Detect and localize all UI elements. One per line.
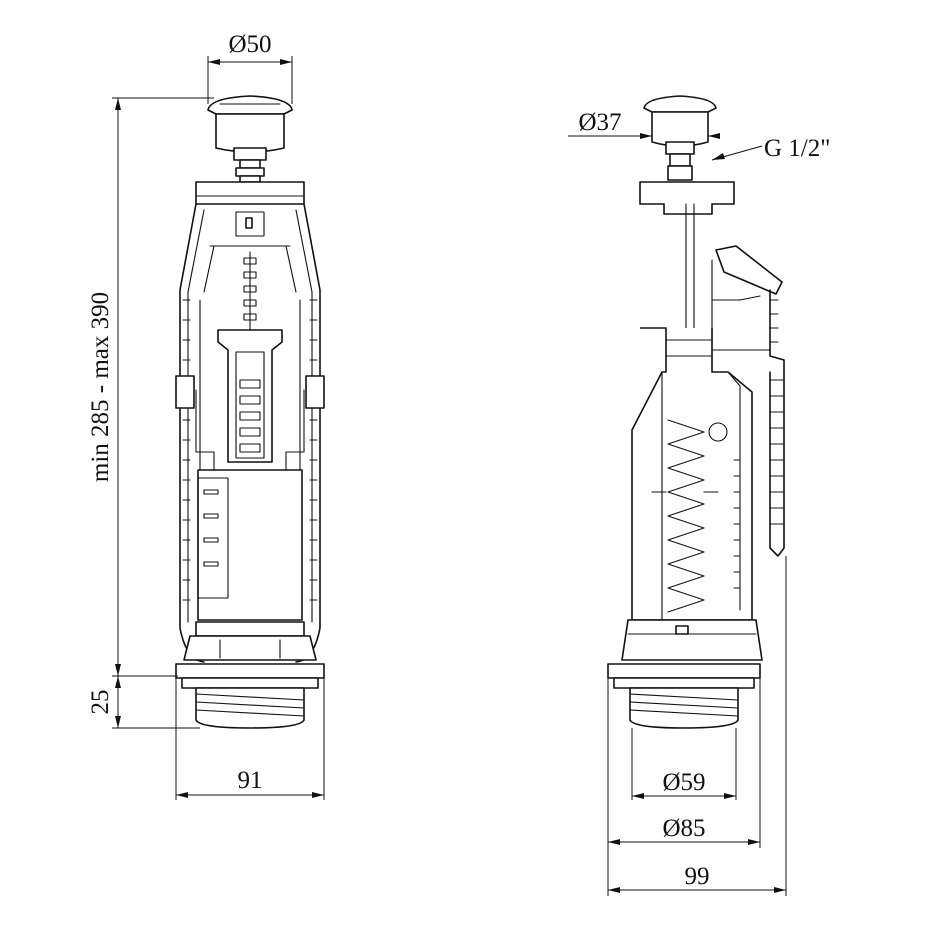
- outlet-inner-diameter-label: Ø59: [662, 769, 705, 796]
- dimension-top-button-diameter: [207, 56, 293, 104]
- dimension-body-width: [175, 678, 325, 800]
- top-button-diameter-label: Ø50: [228, 31, 271, 58]
- side-view: [607, 95, 785, 729]
- side-base-assembly: [607, 619, 763, 729]
- front-view: [175, 95, 325, 729]
- front-outer-cage: [175, 203, 325, 663]
- front-head-cap: [195, 181, 305, 205]
- body-width-label: 91: [238, 767, 263, 794]
- front-inner-mechanism: [195, 211, 305, 621]
- dimension-outlet-inner-diameter: [631, 728, 737, 800]
- base-height-label: 25: [87, 690, 114, 715]
- dimension-height-range: [112, 97, 214, 677]
- dimension-base-height: [112, 676, 200, 729]
- dimension-outlet-outer-diameter: [607, 678, 761, 896]
- total-width-label: 99: [685, 863, 710, 890]
- dimension-side-button-diameter: [568, 133, 720, 139]
- side-push-button: [643, 95, 717, 181]
- front-button-stem: [233, 147, 267, 183]
- height-range-label: min 285 - max 390: [87, 292, 114, 482]
- thread-label: G 1/2": [764, 135, 830, 162]
- side-float-arm: [711, 245, 785, 557]
- outlet-outer-diameter-label: Ø85: [662, 815, 705, 842]
- side-valve-body: [631, 327, 753, 621]
- dimension-total-width: [608, 556, 787, 896]
- front-base-assembly: [175, 621, 325, 729]
- front-push-button: [207, 95, 293, 153]
- side-button-diameter-label: Ø37: [578, 109, 621, 136]
- thread-leader: [711, 145, 763, 161]
